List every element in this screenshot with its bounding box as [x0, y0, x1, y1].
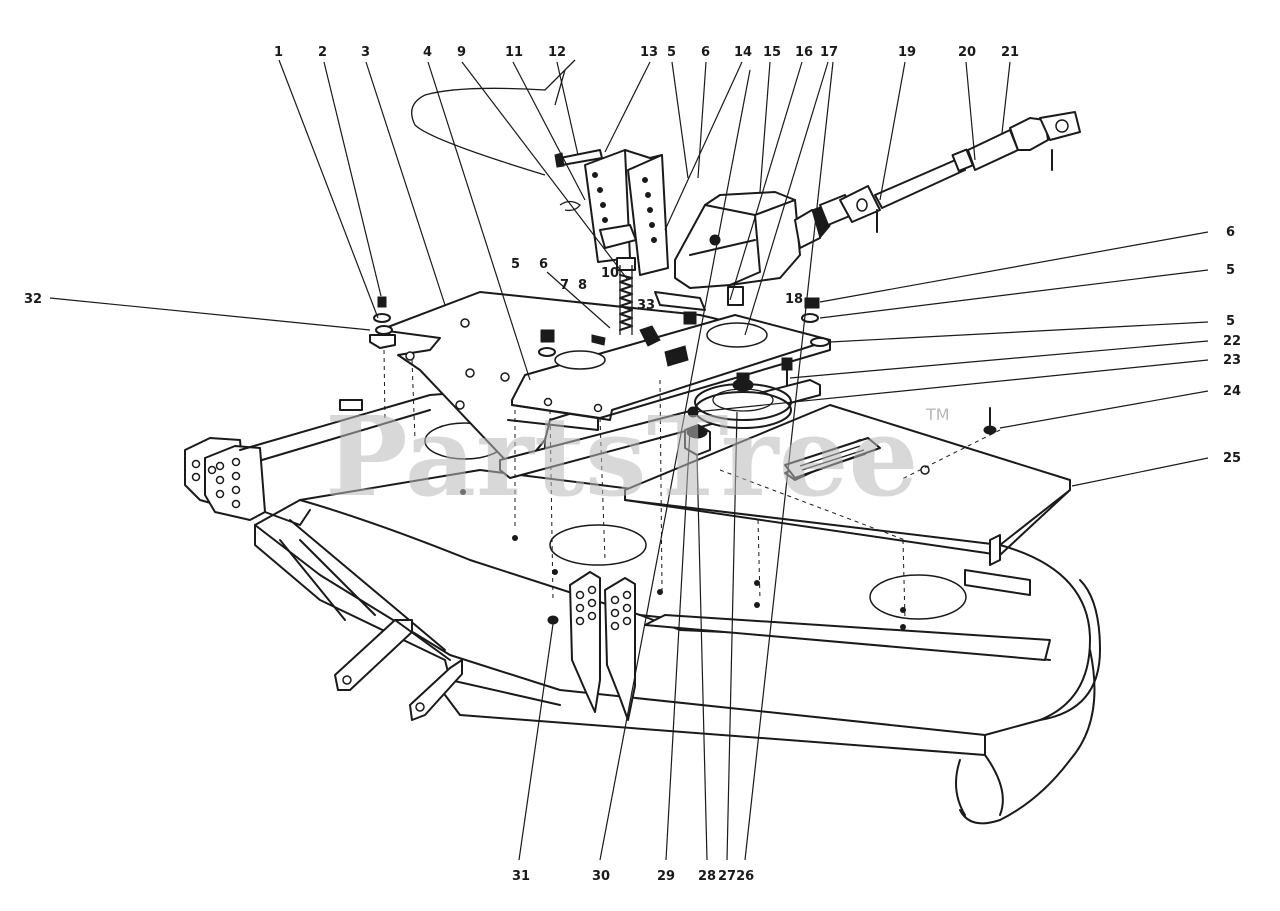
callout-29: 29 — [657, 869, 675, 884]
height-adjust-holes — [575, 585, 632, 631]
callout-5-right-b: 5 — [1226, 314, 1235, 329]
callout-5-top: 5 — [667, 45, 676, 60]
callout-20: 20 — [958, 45, 976, 60]
callout-17: 17 — [820, 45, 838, 60]
callout-19: 19 — [898, 45, 916, 60]
callout-23: 23 — [1223, 353, 1241, 368]
lift-bracket-assembly — [411, 59, 669, 335]
callout-25: 25 — [1223, 451, 1241, 466]
leader-lines — [49, 59, 1209, 861]
deck-bolt-holes — [460, 489, 906, 630]
callout-6-top: 6 — [701, 45, 710, 60]
callout-5-mid: 5 — [511, 257, 520, 272]
callout-6-right: 6 — [1226, 225, 1235, 240]
callout-10: 10 — [601, 266, 619, 281]
callout-7: 7 — [560, 278, 569, 293]
fasteners — [369, 296, 997, 625]
callout-3: 3 — [361, 45, 370, 60]
callout-9: 9 — [457, 45, 466, 60]
callout-16: 16 — [795, 45, 813, 60]
svg-text:TM: TM — [925, 405, 950, 424]
front-link-arms — [279, 539, 463, 721]
gearbox-support-channel — [507, 314, 831, 431]
callout-labels: 1 2 3 4 9 11 12 13 5 6 14 15 16 17 19 20… — [24, 45, 1241, 884]
callout-27-26: 2726 — [718, 869, 754, 884]
callout-21: 21 — [1001, 45, 1019, 60]
callout-18: 18 — [785, 292, 803, 307]
callout-13: 13 — [640, 45, 658, 60]
instruction-decal — [784, 437, 881, 481]
callout-12: 12 — [548, 45, 566, 60]
callout-28: 28 — [698, 869, 716, 884]
spindle-pulley — [684, 372, 792, 456]
lower-support-channel — [644, 614, 1051, 661]
bracket-adjust-holes — [191, 457, 241, 509]
callout-5-right-a: 5 — [1226, 263, 1235, 278]
callout-14: 14 — [734, 45, 752, 60]
left-hitch-bracket — [184, 384, 561, 526]
gearbox — [654, 191, 831, 311]
partstree-watermark: PartsTree TM — [325, 392, 950, 521]
callout-30: 30 — [592, 869, 610, 884]
callout-24: 24 — [1223, 384, 1241, 399]
assembly-lines — [383, 349, 1001, 621]
svg-text:PartsTree: PartsTree — [325, 392, 919, 521]
callout-1: 1 — [274, 45, 283, 60]
callout-4: 4 — [423, 45, 432, 60]
callout-8: 8 — [578, 278, 587, 293]
callout-33: 33 — [637, 298, 655, 313]
callout-15: 15 — [763, 45, 781, 60]
callout-31: 31 — [512, 869, 530, 884]
drive-shaft — [819, 111, 1081, 233]
callout-22: 22 — [1223, 334, 1241, 349]
callout-2: 2 — [318, 45, 327, 60]
lift-spring — [619, 265, 633, 335]
belt-shield-plate — [624, 404, 1071, 596]
callout-11: 11 — [505, 45, 523, 60]
callout-32: 32 — [24, 292, 42, 307]
height-adjust-brackets — [569, 571, 636, 721]
callout-6-mid: 6 — [539, 257, 548, 272]
